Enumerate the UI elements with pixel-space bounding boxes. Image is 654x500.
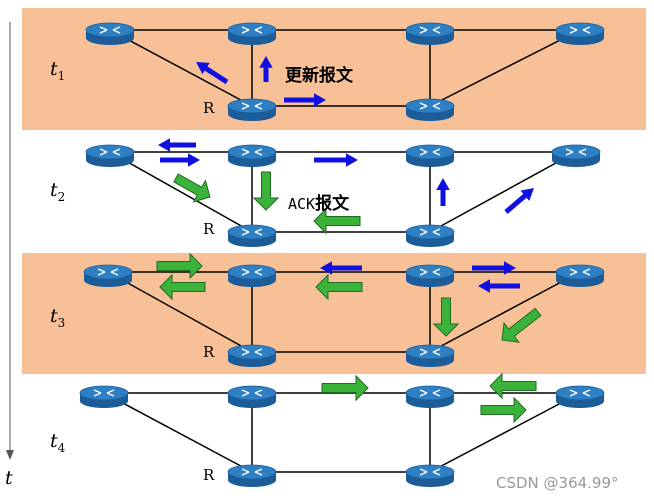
- router-icon: [405, 344, 455, 368]
- link-t1-ed: [429, 29, 581, 107]
- router-icon: [227, 144, 277, 168]
- update-arrow: [472, 261, 516, 275]
- router-icon: [555, 264, 605, 288]
- link-t2-ar: [109, 151, 253, 233]
- router-icon: [227, 264, 277, 288]
- update-arrow: [320, 261, 362, 275]
- panel-label-t1: t1: [50, 58, 65, 83]
- update-arrow: [259, 56, 273, 82]
- update-arrow: [504, 187, 534, 214]
- update-arrow: [478, 279, 520, 293]
- ack-arrow: [315, 273, 363, 301]
- router-icon: [405, 264, 455, 288]
- router-icon: [227, 464, 277, 488]
- router-icon: [227, 22, 277, 46]
- router-icon: [405, 385, 455, 409]
- update-message-label: 更新报文: [285, 65, 354, 86]
- message-arrows: [156, 56, 542, 424]
- link-t2-ed: [429, 151, 577, 233]
- update-arrow: [195, 62, 229, 85]
- link-t4-ar: [103, 392, 253, 473]
- watermark: CSDN @364.99°: [496, 474, 619, 492]
- router-icon: [555, 385, 605, 409]
- router-icon: [551, 144, 601, 168]
- router-icon: [555, 22, 605, 46]
- update-arrow: [158, 138, 196, 152]
- ack-prefix: ACK: [288, 195, 315, 213]
- router-icon: [227, 344, 277, 368]
- router-icon: [405, 144, 455, 168]
- router-icon: [83, 264, 133, 288]
- ack-arrow: [489, 372, 537, 400]
- panel-label-t4: t4: [50, 430, 66, 455]
- router-icon: [405, 98, 455, 122]
- ack-suffix: 报文: [315, 193, 350, 214]
- router-icon: [85, 22, 135, 46]
- ack-arrow: [321, 374, 369, 402]
- router-r-label-t4: R: [203, 466, 215, 484]
- update-arrow: [314, 153, 358, 167]
- link-t1-ar: [109, 29, 253, 107]
- link-t3-ed: [429, 271, 581, 353]
- router-icon: [405, 464, 455, 488]
- router-icon: [405, 224, 455, 248]
- router-icon: [227, 224, 277, 248]
- panel-label-t3: t3: [50, 305, 65, 330]
- router-icon: [79, 385, 129, 409]
- ack-arrow: [313, 207, 361, 235]
- link-t3-ar: [107, 271, 253, 353]
- router-icon: [227, 385, 277, 409]
- router-r-label-t1: R: [203, 99, 215, 117]
- panel-label-t2: t2: [50, 179, 65, 204]
- ack-arrow: [252, 171, 280, 211]
- router-r-label-t2: R: [203, 220, 215, 238]
- ack-arrow: [173, 173, 211, 203]
- ack-arrow: [159, 273, 206, 301]
- ack-arrow: [501, 307, 542, 343]
- update-arrow: [436, 178, 450, 206]
- update-arrow: [284, 93, 326, 107]
- time-axis-label: t: [5, 467, 13, 489]
- router-icon: [227, 98, 277, 122]
- update-arrow: [160, 153, 200, 167]
- ack-message-label: ACK报文: [288, 193, 350, 214]
- ack-arrow: [156, 252, 203, 280]
- link-t4-ed: [429, 392, 581, 473]
- router-icon: [85, 144, 135, 168]
- router-r-label-t3: R: [203, 343, 215, 361]
- ack-arrow: [432, 297, 460, 337]
- router-icon: [405, 22, 455, 46]
- ack-arrow: [480, 396, 527, 424]
- time-axis-arrowhead: [6, 450, 14, 460]
